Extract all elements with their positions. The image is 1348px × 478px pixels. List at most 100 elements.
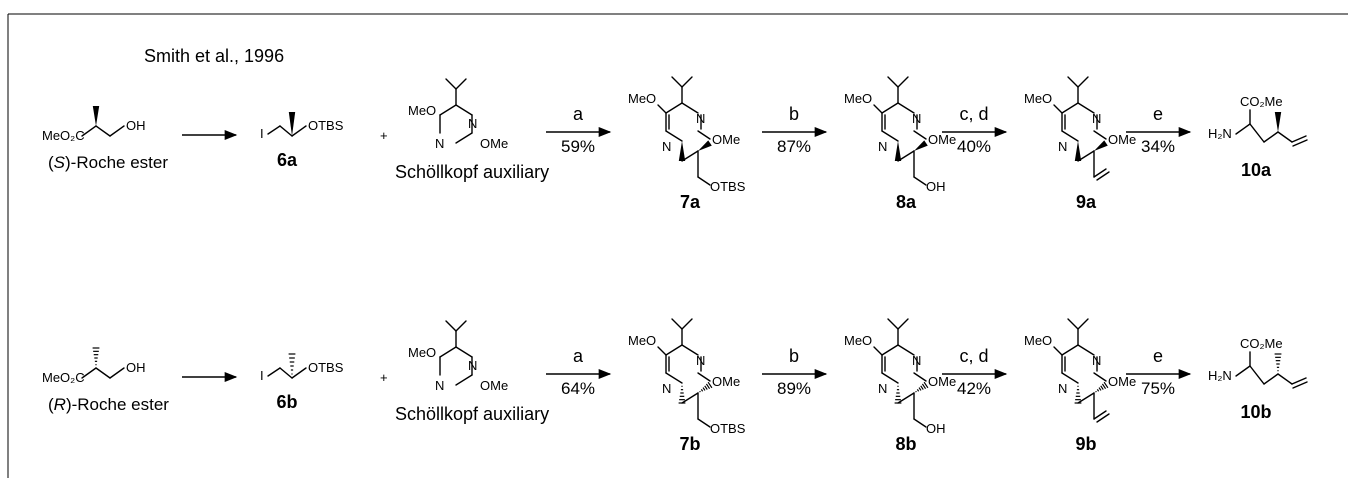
ring-bond [897,102,915,114]
tail-group-label: OTBS [710,421,746,436]
methoxy-label: OMe [712,374,740,389]
methoxy-label: OMe [1108,374,1136,389]
ring-nitrogen: N [435,378,444,393]
compound-number: 6a [277,150,298,170]
chain-hash [678,385,686,404]
amino-ester-product: H₂N CO₂Me 10a [1208,94,1308,180]
caption-part: ( [48,153,54,172]
chain-hash [894,385,902,404]
ring-bond [455,346,473,358]
ring-nitrogen: N [878,139,887,154]
methoxy-label: OMe [712,132,740,147]
auxiliary-caption: Schöllkopf auxiliary [395,162,549,182]
ring-nitrogen: N [662,139,671,154]
methoxy-label: OMe [480,136,508,151]
isopropyl-methyl [1067,318,1079,330]
ring-nitrogen: N [912,111,921,126]
otbs-label: OTBS [308,360,344,375]
vinyl-double-bond [1292,139,1308,147]
hash-segment [1096,389,1100,392]
ester-label: CO₂Me [1240,94,1283,109]
ring-bond [439,104,457,116]
hash-segment [920,385,924,390]
yield-label: 40% [957,137,991,156]
compound-number: 10a [1241,160,1272,180]
methoxy-bond [913,372,927,382]
methyl-wedge [288,112,296,136]
hash-segment [1095,390,1097,393]
ring-bond [881,130,899,142]
ring-bond [665,344,683,356]
reagent-label: c, d [959,104,988,124]
isopropyl-methyl [897,76,909,88]
ring-bond [1061,102,1079,114]
hash-segment [700,389,704,392]
amine-label: H₂N [1208,126,1232,141]
methoxy-bond [1093,130,1107,140]
ring-bond [455,132,473,144]
isopropyl-methyl [455,78,467,90]
hash-segment [1101,383,1107,390]
isopropyl-methyl [1077,318,1089,330]
methyl-hash [288,353,296,375]
ring-bond [1061,372,1079,384]
vinyl-double-bond [1096,413,1110,423]
methyl-wedge [1094,140,1108,151]
vinyl-double-bond [1292,381,1308,389]
ester-label: CO₂Me [1240,336,1283,351]
chain-wedge [678,141,686,161]
chain-bond [291,367,307,379]
chain-bond [81,125,97,137]
chain-bond [1077,150,1095,162]
yield-label: 87% [777,137,811,156]
plus-sign: + [380,370,388,385]
chain-bond [109,367,125,379]
methoxy-label: MeO [408,345,436,360]
ring-nitrogen: N [435,136,444,151]
methoxy-label: OMe [928,374,956,389]
isopropyl-methyl [1067,76,1079,88]
hash-segment [915,390,917,393]
vinyl-double-bond [1096,171,1110,181]
chain-bond [1249,123,1265,143]
chain-bond [267,367,281,377]
compound-number: 7b [679,434,700,454]
methoxy-label: OMe [480,378,508,393]
chain-bond [1277,373,1293,385]
chain-bond [897,392,915,404]
caption-part: ( [48,395,54,414]
hash-segment [702,387,706,391]
methoxy-label: MeO [628,333,656,348]
methyl-hash [1274,353,1282,372]
chain-bond [681,392,699,404]
methoxy-bond [657,346,667,356]
methoxy-bond [697,130,711,140]
vinyl-bond [1093,410,1107,420]
hash-segment [707,381,713,389]
hash-segment [1100,385,1104,390]
reagent-label: a [573,104,584,124]
isopropyl-methyl [887,76,899,88]
chain-bond [1235,365,1251,377]
methoxy-label: MeO [1024,91,1052,106]
chain-bond [1263,373,1279,385]
chain-bond [913,418,927,428]
ring-nitrogen: N [468,358,477,373]
ring-bond [897,344,915,356]
compound-number: 7a [680,192,701,212]
methoxy-bond [1053,346,1063,356]
reagent-label: b [789,104,799,124]
vinyl-bond [1291,377,1307,385]
compound-number: 10b [1240,402,1271,422]
chain-bond [81,367,97,379]
isopropyl-methyl [455,320,467,332]
chain-bond [913,176,927,186]
roche-caption: (S)-Roche ester [48,153,168,172]
caption-part: )-Roche ester [66,395,169,414]
